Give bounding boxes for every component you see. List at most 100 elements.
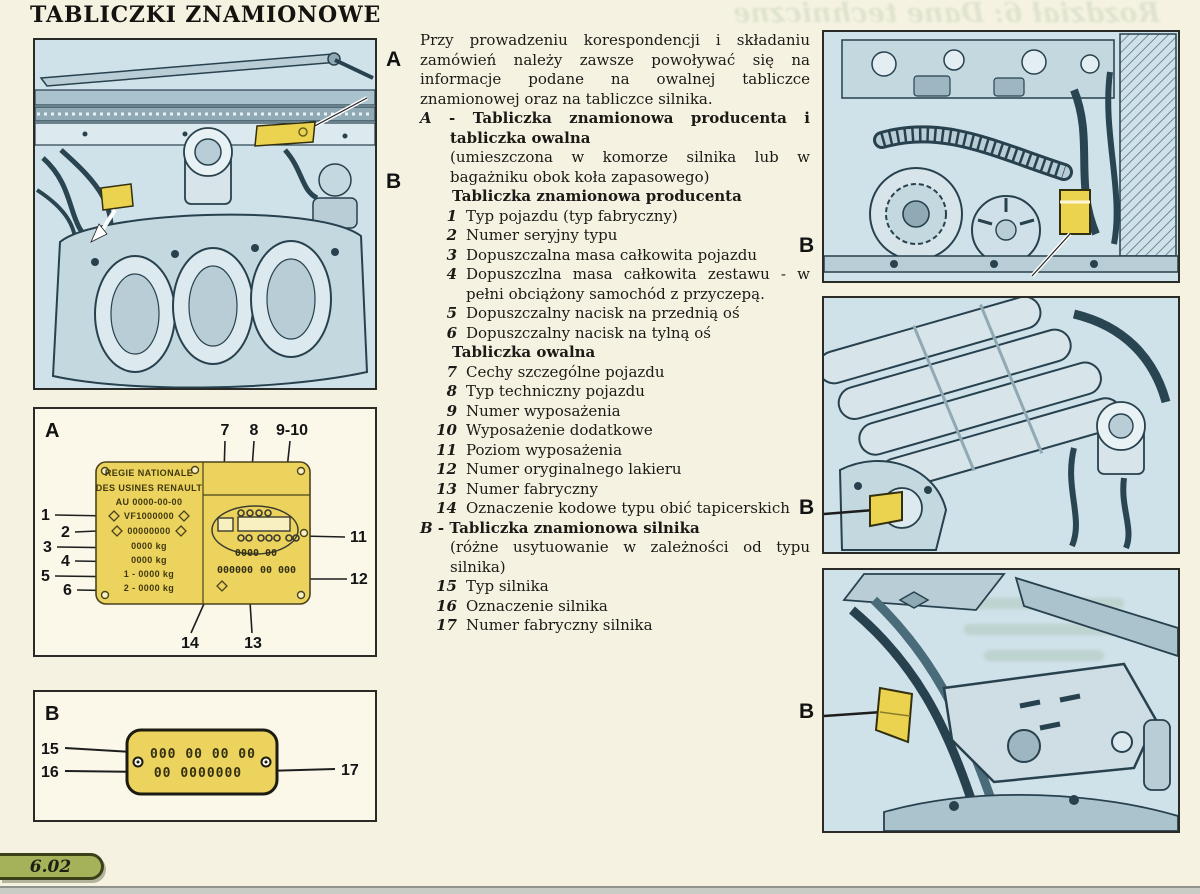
engine-mount-illustration [822, 568, 1180, 833]
right-bottom-label-b: B [799, 700, 815, 723]
page-number-badge: 6.02 [0, 853, 104, 880]
plate-a-diagram: A REGIE NATIONALE DES U [33, 407, 377, 657]
screw-holes [132, 756, 272, 768]
producer-plate-heading: Tabliczka znamionowa producenta [452, 187, 742, 205]
plate-a-drawing: A REGIE NATIONALE DES U [41, 420, 368, 652]
plate-a-highlight [254, 96, 368, 147]
section-a-heading: A - Tabliczka znamionowa producenta i ta… [420, 109, 810, 148]
svg-text:9-10: 9-10 [276, 422, 308, 439]
section-a-letter: A [420, 109, 432, 127]
intake-manifold-illustration [822, 296, 1180, 554]
engine-side-illustration [822, 30, 1180, 283]
svg-text:15: 15 [41, 741, 59, 758]
svg-text:00000000: 00000000 [127, 526, 170, 536]
plate-b-row1: 000 00 00 00 [150, 747, 256, 762]
intro-paragraph: Przy prowadzeniu korespondencji i składa… [420, 31, 810, 108]
plate-b-highlight [90, 183, 134, 243]
section-b-title: Tabliczka znamionowa silnika [449, 518, 700, 537]
text-column: Przy prowadzeniu korespondencji i składa… [420, 31, 810, 636]
svg-text:11: 11 [350, 529, 367, 546]
callout-numbers: 7 8 9-10 1 2 3 4 5 6 11 12 13 14 [41, 422, 368, 652]
svg-text:VF1000000: VF1000000 [124, 511, 174, 521]
right-top-label-b: B [799, 234, 815, 257]
engine-mount-drawing [824, 570, 1178, 831]
svg-text:17: 17 [341, 762, 359, 779]
section-b-subtitle: (różne usytuowanie w zależności od typu … [450, 538, 810, 576]
oval-code: 0000 00 [235, 548, 277, 559]
svg-text:5: 5 [41, 568, 50, 585]
dash: - [449, 109, 456, 127]
plate-a-text: REGIE NATIONALE DES USINES RENAULT AU 00… [96, 468, 203, 593]
svg-text:3: 3 [43, 539, 52, 556]
section-a-title: Tabliczka znamionowa producenta i tablic… [450, 109, 810, 147]
svg-text:12: 12 [350, 571, 368, 588]
plate-b-highlight [1030, 189, 1091, 278]
section-b-heading: B - Tabliczka znamionowa silnika [420, 519, 810, 539]
oval-dots [237, 509, 300, 542]
plate-b-highlight [824, 490, 903, 528]
svg-text:REGIE NATIONALE: REGIE NATIONALE [105, 468, 193, 478]
svg-text:AU 0000-00-00: AU 0000-00-00 [116, 497, 183, 507]
manifold-runners [824, 298, 1123, 492]
bottom-row-right: 00 000 [260, 565, 296, 576]
screw-holes [100, 465, 309, 600]
engine-bay-illustration [33, 38, 377, 390]
dash: - [437, 518, 445, 537]
plate-b-highlight [824, 686, 914, 744]
svg-text:0000 kg: 0000 kg [131, 555, 167, 565]
page-bottom-edge [0, 886, 1200, 894]
section-b-letter: B [420, 518, 433, 537]
page-number: 6.02 [29, 856, 72, 877]
svg-text:8: 8 [250, 422, 259, 439]
svg-text:16: 16 [41, 764, 59, 781]
svg-text:DES USINES RENAULT: DES USINES RENAULT [96, 483, 203, 493]
plate-b-diagram: B 000 00 00 00 00 0000000 15 16 17 [33, 690, 377, 822]
oval-plate-heading: Tabliczka owalna [452, 343, 596, 361]
engine-bay-label-a: A [386, 48, 402, 71]
svg-text:0000 kg: 0000 kg [131, 541, 167, 551]
bleed-through-header: Rozdział 6: Dane techniczne [733, 0, 1160, 29]
page-title: TABLICZKI ZNAMIONOWE [30, 2, 382, 28]
section-a-subtitle: (umieszczona w komorze silnika lub w bag… [450, 148, 810, 186]
diagram-b-label: B [45, 703, 59, 725]
diagram-a-label: A [45, 420, 59, 442]
svg-text:2: 2 [61, 524, 70, 541]
right-middle-label-b: B [799, 496, 815, 519]
engine-bay-drawing [35, 40, 375, 388]
plate-b-row2: 00 0000000 [154, 766, 242, 781]
engine-side-drawing [824, 32, 1178, 281]
bottom-row-left: 000000 [217, 565, 253, 576]
svg-text:14: 14 [181, 635, 199, 652]
svg-text:1 - 0000 kg: 1 - 0000 kg [124, 569, 174, 579]
svg-text:7: 7 [221, 422, 230, 439]
svg-text:13: 13 [244, 635, 262, 652]
callout-numbers: 15 16 17 [41, 741, 359, 781]
svg-text:4: 4 [61, 553, 70, 570]
diamond-marks [108, 510, 228, 592]
plate-b-drawing: B 000 00 00 00 00 0000000 15 16 17 [41, 703, 359, 796]
svg-text:2 - 0000 kg: 2 - 0000 kg [124, 583, 174, 593]
engine-bay-label-b: B [386, 170, 402, 193]
svg-text:6: 6 [63, 582, 72, 599]
svg-text:1: 1 [41, 507, 50, 524]
